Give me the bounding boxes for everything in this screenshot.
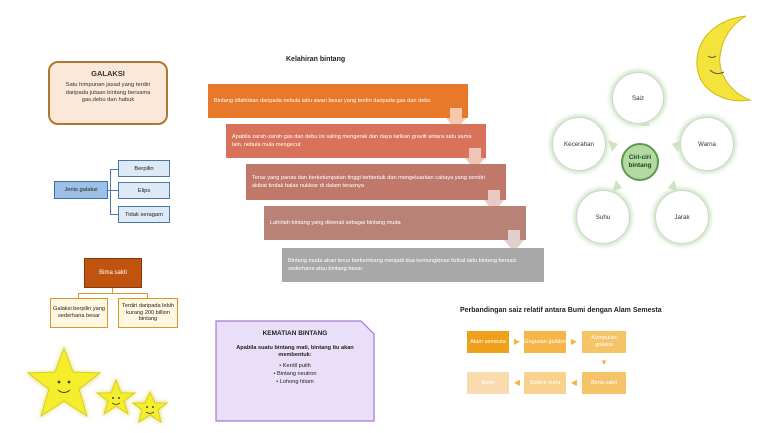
bima-sakti-root: Bima sakti xyxy=(84,258,142,288)
arrow-right-icon: ▶ xyxy=(570,337,578,346)
chevron-down-icon xyxy=(484,190,504,212)
bima-sakti-200-billion: Terdiri daripada lebih kurang 200 billio… xyxy=(118,298,178,328)
arrow-down-icon: ▼ xyxy=(600,358,608,367)
arrow-left-icon: ◀ xyxy=(513,378,521,387)
kelahiran-step-5: Bintang muda akan terus berkembang menja… xyxy=(282,248,544,282)
chevron-down-icon xyxy=(465,148,485,170)
kematian-box: KEMATIAN BINTANG Apabila suatu bintang m… xyxy=(215,320,375,422)
list-item: Bintang neutron xyxy=(215,370,375,378)
jenis-galaksi-berpilin: Berpilin xyxy=(118,160,170,177)
kelahiran-step-3: Teras yang panas dan berketumpatan tingg… xyxy=(246,164,506,200)
perbandingan-kumpulan-galaksi: Kumpulan galaksi xyxy=(582,331,626,353)
kematian-title: KEMATIAN BINTANG xyxy=(262,330,328,337)
arrow-right-icon: ▶ xyxy=(513,337,521,346)
perbandingan-gugusan-galaksi: Gugusan galaksi xyxy=(524,331,566,353)
kelahiran-step-1: Bintang dilahirkan daripada nebula iaitu… xyxy=(208,84,468,118)
kematian-list: Kerdil putih Bintang neutron Lohong hita… xyxy=(215,362,375,386)
ciri-warna: Warna xyxy=(680,117,734,171)
list-item: Kerdil putih xyxy=(215,362,375,370)
tree-connector xyxy=(112,288,113,293)
perbandingan-alam-semesta: Alam semesta xyxy=(467,331,509,353)
list-item: Lohong hitam xyxy=(215,378,375,386)
chevron-down-icon xyxy=(504,230,524,252)
perbandingan-bima-sakti: Bima sakti xyxy=(582,372,626,394)
tree-connector xyxy=(110,169,118,170)
tree-connector xyxy=(78,293,79,298)
chevron-down-icon xyxy=(446,108,466,130)
tree-connector xyxy=(147,293,148,298)
perbandingan-bumi: Bumi xyxy=(467,372,509,394)
kelahiran-title: Kelahiran bintang xyxy=(286,56,346,63)
tree-connector xyxy=(110,214,118,215)
jenis-galaksi-tidak-seragam: Tidak seragam xyxy=(118,206,170,223)
jenis-galaksi-elips: Elips xyxy=(118,182,170,199)
crescent-moon-icon xyxy=(696,15,752,102)
tree-connector xyxy=(78,293,148,294)
galaksi-box: GALAKSI Satu himpunan jasad yang terdiri… xyxy=(48,61,168,125)
kelahiran-step-2: Apabila zarah-zarah gas dan debu ini sal… xyxy=(226,124,486,158)
perbandingan-sistem-suria: Sistem suria xyxy=(524,372,566,394)
bima-sakti-berpilin: Galaksi berpilin yang sederhana besar xyxy=(50,298,108,328)
arrow-left-icon: ◀ xyxy=(570,378,578,387)
galaksi-title: GALAKSI xyxy=(91,69,125,78)
ciri-suhu: Suhu xyxy=(576,190,630,244)
smiling-stars-icon xyxy=(26,346,169,424)
ciri-jarak: Jarak xyxy=(655,190,709,244)
perbandingan-title: Perbandingan saiz relatif antara Bumi de… xyxy=(460,307,662,314)
tree-connector xyxy=(110,169,111,215)
ciri-kecerahan: Kecerahan xyxy=(552,117,606,171)
galaksi-description: Satu himpunan jasad yang terdiri daripad… xyxy=(65,82,151,104)
tree-connector xyxy=(110,190,118,191)
ciri-saiz: Saiz xyxy=(612,72,664,124)
jenis-galaksi-root: Jenis galaksi xyxy=(54,181,108,199)
kematian-description: Apabila suatu bintang mati, bintang itu … xyxy=(236,345,354,359)
kelahiran-step-4: Lahirlah bintang yang dikenali sebagai b… xyxy=(264,206,526,240)
ciri-ciri-bintang-center: Ciri-ciri bintang xyxy=(621,143,659,181)
